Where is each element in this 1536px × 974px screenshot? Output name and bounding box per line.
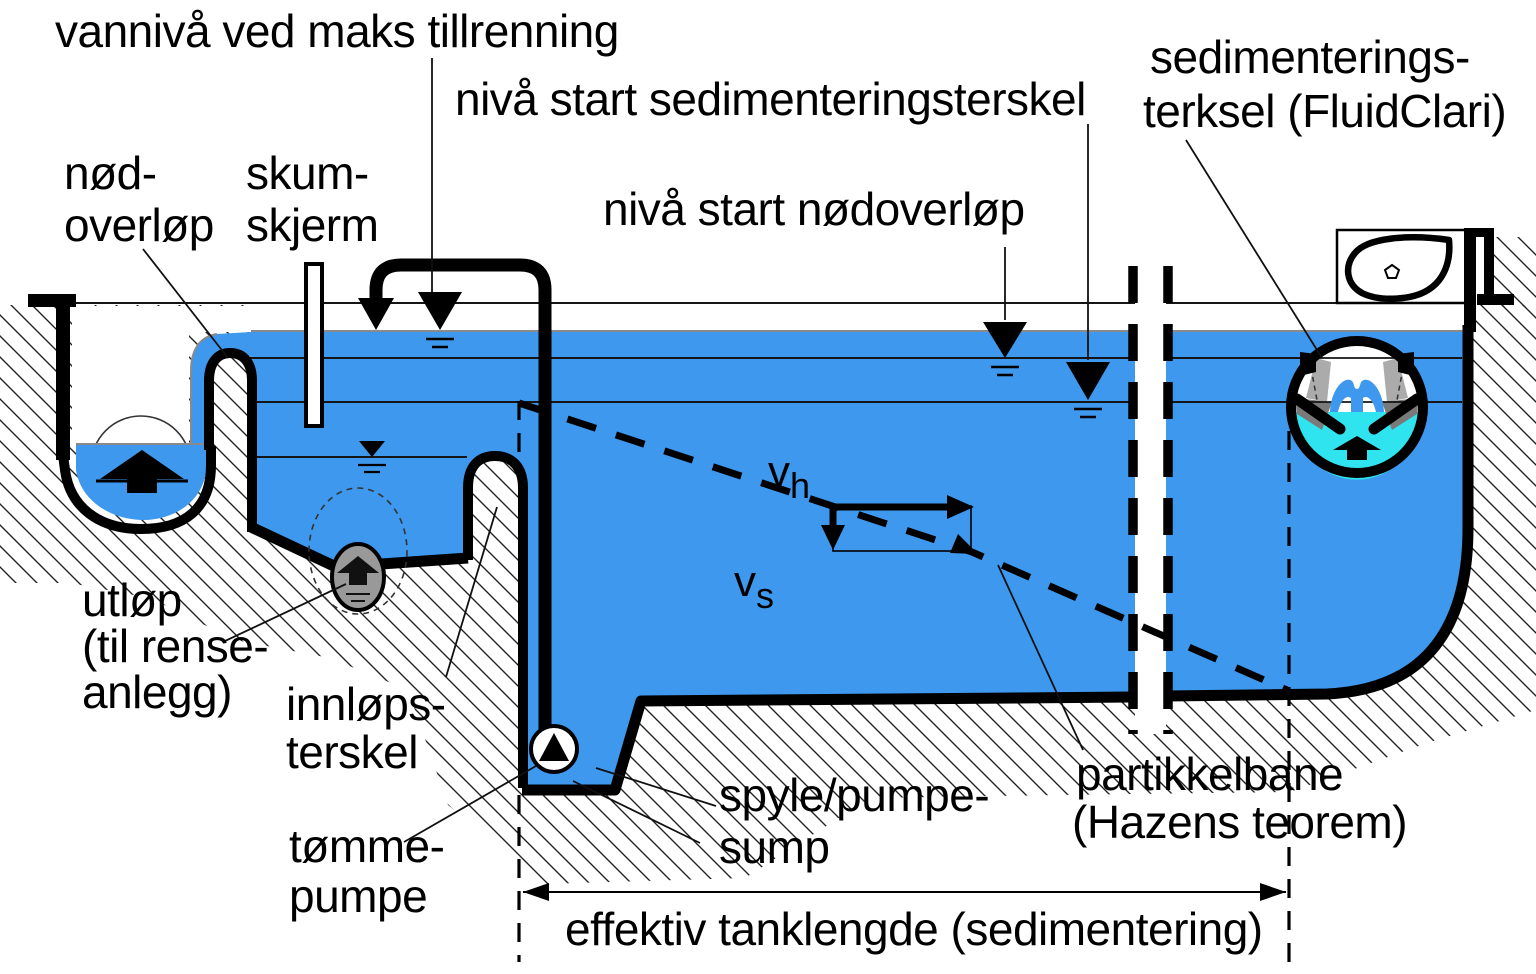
label-flush-sump-1: spyle/pumpe-: [719, 769, 990, 821]
label-sediment-weir-2: terksel (FluidClari): [1143, 85, 1507, 137]
label-scum-screen-2: skjerm: [246, 199, 379, 251]
marker-sediment-icon: [1066, 362, 1110, 400]
valve-guide-circle: [308, 487, 408, 615]
marker-max-level-icon: [418, 292, 462, 330]
inlet-flow-arrow: [358, 298, 394, 330]
left-wall: [56, 303, 70, 460]
outlet-arrow: [100, 450, 184, 479]
inlet-weir-wall: [463, 451, 528, 788]
tank-floor-left: [522, 691, 1134, 796]
bottom-valve-stem: [349, 573, 367, 585]
leader-lines: [142, 58, 1323, 844]
particle-path-arrow-head: [950, 534, 978, 554]
label-emergency-overflow-1: nød-: [64, 147, 157, 199]
vs-arrow-head: [821, 525, 845, 550]
marker-inlet-dashes: [358, 463, 386, 474]
marker-max-level-dashes: [426, 337, 454, 349]
fluidclari-slab-right: [1383, 358, 1408, 402]
label-drain-pump-2: pumpe: [289, 870, 428, 922]
scroll-icon-dot: [1383, 263, 1401, 279]
dimension-arrow-right: [1260, 883, 1286, 901]
label-effective-length: effektiv tanklengde (sedimentering): [565, 903, 1263, 955]
water-surface-line: [76, 330, 1466, 445]
dimension-arrow-left: [523, 883, 549, 901]
vs-main: v: [734, 557, 756, 606]
fluidclari-up-arrow: [1333, 436, 1381, 450]
bottom-valve-marks: [346, 593, 370, 602]
label-vs: vs: [734, 557, 774, 616]
label-inlet-weir-1: innløps-: [286, 678, 446, 730]
scum-screen-bar: [304, 262, 324, 428]
overflow-weir: [204, 348, 257, 532]
fluidclari-device: [1286, 336, 1428, 480]
label-outlet-2: (til rense-: [82, 620, 269, 672]
label-scum-screen-1: skum-: [246, 147, 369, 199]
fluidclari-slab-dashes: [1310, 367, 1404, 401]
marker-inlet-icon: [359, 441, 385, 457]
label-drain-pump-1: tømme-: [289, 820, 445, 872]
vh-main: v: [768, 447, 790, 496]
vh-arrow-head: [947, 495, 974, 519]
fluidclari-ring: [1286, 336, 1428, 478]
marker-sediment-dashes: [1074, 407, 1102, 419]
fluidclari-slab-left: [1306, 358, 1331, 402]
scroll-icon: [1344, 234, 1453, 302]
air-mask-left-top: [72, 306, 250, 332]
label-emergency-overflow-2: overløp: [64, 199, 214, 251]
label-level-start-sediment: nivå start sedimenteringsterskel: [455, 73, 1086, 125]
label-particle-path-1: partikkelbane: [1076, 748, 1344, 800]
label-sediment-weir-1: sedimenterings-: [1150, 31, 1470, 83]
right-wall-footing: [1477, 294, 1514, 305]
marker-emergency-icon: [983, 322, 1027, 358]
fluidclari-up-arrow-stem: [1347, 450, 1367, 460]
inlet-siphon-pipe: [369, 258, 552, 731]
ground-hatch-right-top: [1493, 237, 1536, 307]
vh-sub: h: [790, 465, 811, 506]
label-particle-path-2: (Hazens teorem): [1072, 796, 1408, 848]
right-wall-outer: [1484, 228, 1494, 302]
air-mask-main: [250, 304, 1467, 330]
outlet-basin-outline: [58, 446, 216, 535]
break-band: [1135, 264, 1166, 734]
label-outlet-1: utløp: [82, 574, 182, 626]
level-markers: [358, 292, 1110, 474]
right-wall: [1464, 228, 1476, 332]
label-outlet-3: anlegg): [82, 666, 232, 718]
label-level-start-emergency: nivå start nødoverløp: [603, 183, 1025, 235]
fluidclari-fountain: [1330, 379, 1384, 412]
fluidclari-chevrons: [1291, 393, 1423, 435]
label-vh: vh: [768, 447, 810, 506]
air-mask-wall: [1477, 237, 1485, 297]
vs-sub: s: [756, 575, 774, 616]
label-flush-sump-2: sump: [719, 821, 830, 873]
drain-pump-icon: [539, 733, 569, 761]
right-wall-cap: [1464, 228, 1494, 237]
label-max-water-level: vannivå ved maks tillrenning: [55, 5, 619, 57]
label-inlet-weir-2: terskel: [286, 726, 418, 778]
tank-floor-right: [1167, 325, 1474, 702]
marker-emergency-dashes: [991, 365, 1019, 377]
air-mask-basin: [72, 331, 189, 445]
bottom-valve-arrow: [337, 556, 379, 573]
